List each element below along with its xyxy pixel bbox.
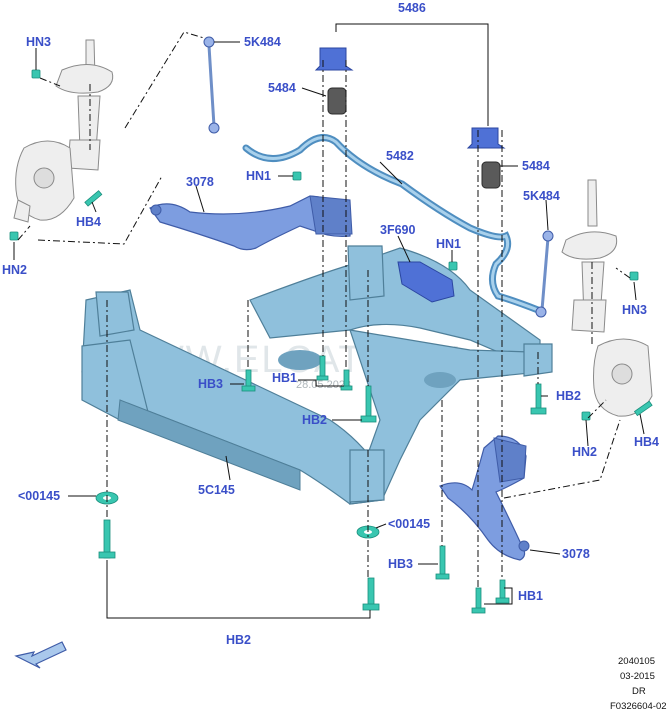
right-knuckle xyxy=(593,338,653,417)
label-3f690: 3F690 xyxy=(380,223,415,237)
label-00145-right: <00145 xyxy=(388,517,430,531)
footer-date: 03-2015 xyxy=(620,671,655,682)
stabilizer-brackets xyxy=(314,47,506,149)
watermark-date: 28.05.2023 xyxy=(296,379,351,391)
left-strut-assembly xyxy=(55,39,114,171)
stabilizer-bushings xyxy=(327,87,501,189)
label-hb3-lower: HB3 xyxy=(388,557,413,571)
label-hb2-bottom: HB2 xyxy=(226,633,251,647)
assembly-centerlines xyxy=(17,31,631,588)
subframe-bracket-3f690 xyxy=(397,261,455,303)
label-hn2-right: HN2 xyxy=(572,445,597,459)
label-hb1-lower: HB1 xyxy=(518,589,543,603)
label-5484-left: 5484 xyxy=(268,81,296,95)
control-arm-upper-left xyxy=(149,195,353,251)
label-5c145: 5C145 xyxy=(198,483,235,497)
label-5k484-top: 5K484 xyxy=(244,35,281,49)
stabilizer-link-left xyxy=(203,36,220,134)
stabilizer-bar xyxy=(242,134,542,314)
control-arm-lower-right xyxy=(439,435,530,561)
label-hb2-right: HB2 xyxy=(556,389,581,403)
label-hn3-left: HN3 xyxy=(26,35,51,49)
subframe xyxy=(81,245,553,505)
footer-side: DR xyxy=(632,686,646,697)
label-3078-upper: 3078 xyxy=(186,175,214,189)
label-hb2-center: HB2 xyxy=(302,413,327,427)
label-hn1-left: HN1 xyxy=(246,169,271,183)
label-hn2-left: HN2 xyxy=(2,263,27,277)
label-5482: 5482 xyxy=(386,149,414,163)
label-hn3-right: HN3 xyxy=(622,303,647,317)
figure-footer: 2040105 03-2015 DR F0326604-02 xyxy=(610,656,667,712)
right-strut-assembly xyxy=(561,179,618,333)
label-hb1-center: HB1 xyxy=(272,371,297,385)
leader-lines xyxy=(13,23,645,619)
label-hb4-left: HB4 xyxy=(76,215,101,229)
footer-figure: F0326604-02 xyxy=(610,701,667,712)
footer-code: 2040105 xyxy=(618,656,655,667)
label-5484-right: 5484 xyxy=(522,159,550,173)
part-labels: HN3 5K484 5486 5484 5482 5484 5K484 HN1 … xyxy=(2,1,659,647)
forward-arrow-icon xyxy=(14,641,67,669)
label-3078-lower: 3078 xyxy=(562,547,590,561)
label-00145-left: <00145 xyxy=(18,489,60,503)
label-5486: 5486 xyxy=(398,1,426,15)
label-hb4-right: HB4 xyxy=(634,435,659,449)
label-hb3-center: HB3 xyxy=(198,377,223,391)
stabilizer-link-right xyxy=(535,230,554,318)
label-hn1-center: HN1 xyxy=(436,237,461,251)
left-knuckle xyxy=(13,140,75,223)
label-5k484-right: 5K484 xyxy=(523,189,560,203)
